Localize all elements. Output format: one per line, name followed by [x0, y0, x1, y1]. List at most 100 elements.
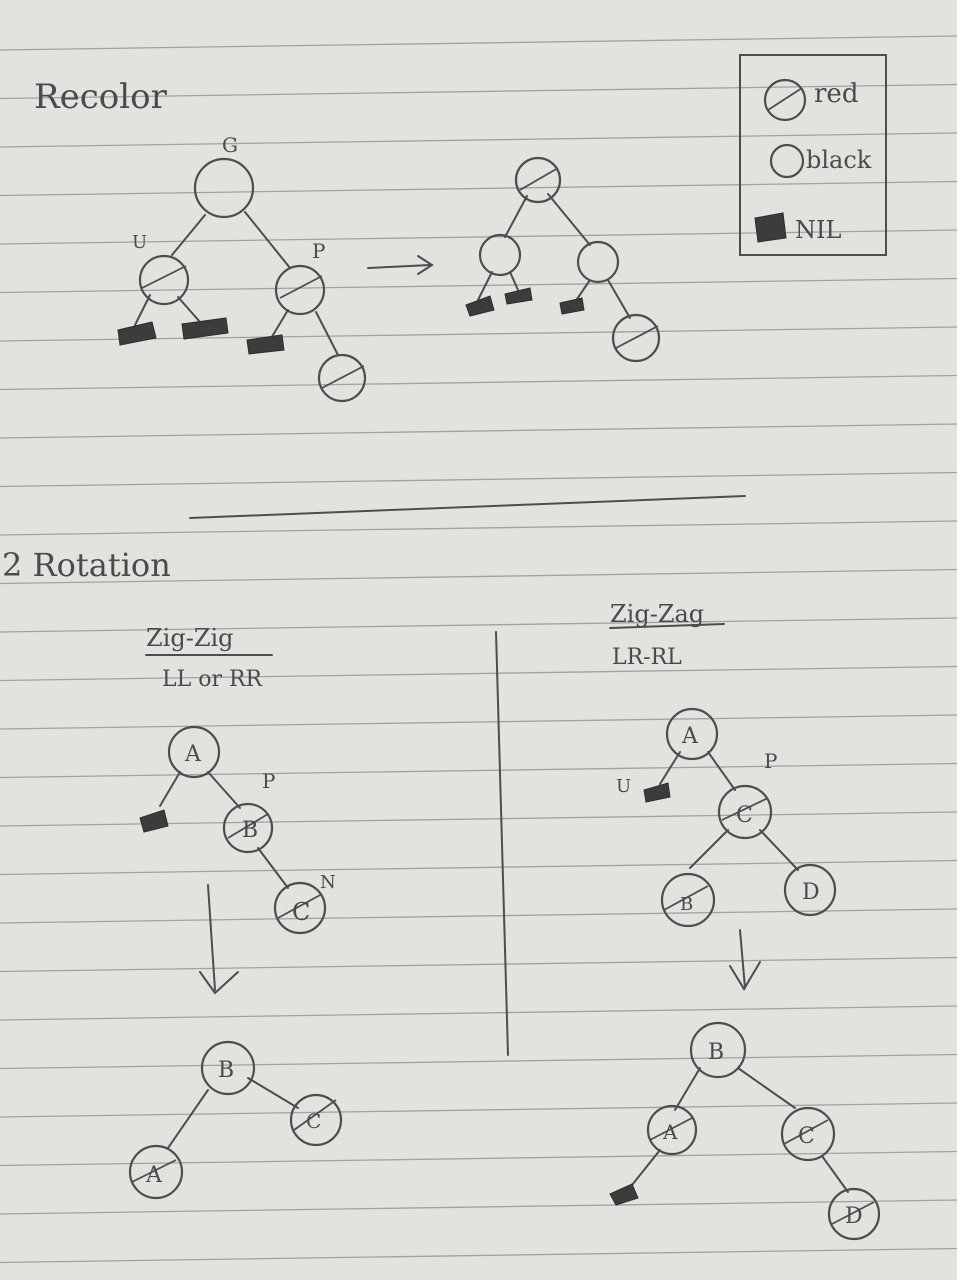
- ruled-lines: [0, 35, 957, 1264]
- zigzig-before-b: B: [242, 818, 258, 843]
- legend-black-node: [769, 143, 805, 179]
- zigzag-title: Zig-Zag: [610, 600, 704, 628]
- ruled-line: [0, 1199, 957, 1215]
- zigzig-a-node: [167, 725, 221, 779]
- ruled-line: [0, 423, 957, 439]
- zigzig-after-a: A: [145, 1163, 163, 1188]
- recolor-g-node: [193, 157, 255, 219]
- legend: red black NIL: [739, 54, 887, 256]
- ruled-line: [0, 471, 957, 488]
- ruled-line: [0, 762, 957, 779]
- zigzig-arrow: [199, 884, 239, 995]
- recolor-before-tree: G U P: [117, 133, 367, 403]
- nil-leaf: [181, 317, 229, 340]
- zigzag-before-tree: A U P C B D: [616, 707, 837, 928]
- recolor-arrow: [367, 255, 434, 275]
- ruled-line: [0, 35, 957, 51]
- recolor-p-node: [274, 264, 326, 316]
- zigzag-before-a: A: [681, 724, 699, 749]
- ruled-line: [0, 714, 957, 730]
- recolor-u-label: U: [132, 232, 147, 253]
- zigzag-arrow: [729, 929, 761, 991]
- ruled-line: [0, 277, 957, 294]
- zigzig-subtitle: LL or RR: [162, 667, 264, 692]
- legend-red-node: [763, 78, 807, 122]
- zigzag-before-b: B: [680, 894, 693, 915]
- rotation-heading: 2 Rotation: [2, 546, 171, 584]
- zigzag-before-c: C: [736, 803, 753, 828]
- ruled-line: [0, 908, 957, 924]
- nil-leaf: [609, 1183, 639, 1206]
- zigzig-c-node: [273, 881, 327, 935]
- recolor-after-p-node: [576, 240, 620, 284]
- ruled-line: [0, 617, 957, 633]
- ruled-line: [0, 132, 957, 148]
- ruled-line: [0, 180, 957, 197]
- section-divider: [189, 495, 746, 519]
- ruled-line: [0, 1005, 957, 1021]
- ruled-line: [0, 1102, 957, 1118]
- zigzag-after-a: A: [662, 1120, 678, 1144]
- zigzig-before-tree: A B P C N: [139, 725, 336, 935]
- recolor-n-node: [317, 353, 367, 403]
- ruled-line: [0, 83, 957, 100]
- ruled-line: [0, 229, 957, 245]
- recolor-after-u-node: [478, 233, 522, 277]
- zigzag-after-a-node: [646, 1104, 698, 1156]
- legend-nil-label: NIL: [795, 216, 841, 244]
- zigzig-after-b-node: [200, 1040, 256, 1096]
- zigzag-after-tree: B A C D: [609, 1021, 881, 1241]
- zigzig-title: Zig-Zig: [146, 624, 234, 652]
- recolor-p-label: P: [312, 239, 325, 263]
- ruled-line: [0, 665, 957, 682]
- nil-leaf: [643, 782, 671, 803]
- zigzig-before-a: A: [184, 742, 202, 767]
- zigzag-c-node: [717, 784, 773, 840]
- ruled-line: [0, 1247, 957, 1264]
- zigzag-title-underline: [609, 623, 725, 629]
- legend-nil-square: [754, 212, 787, 243]
- zigzag-before-u: U: [616, 776, 631, 797]
- zigzag-after-b: B: [708, 1040, 724, 1065]
- zigzig-before-p: P: [262, 769, 275, 793]
- recolor-g-label: G: [222, 133, 238, 157]
- ruled-line: [0, 1053, 957, 1070]
- recolor-after-tree: [465, 156, 661, 363]
- column-divider: [495, 631, 509, 1056]
- ruled-line: [0, 956, 957, 973]
- zigzag-subtitle: LR-RL: [612, 645, 682, 670]
- zigzig-after-b: B: [218, 1058, 234, 1083]
- legend-red-label: red: [814, 79, 858, 109]
- recolor-u-node: [138, 254, 190, 306]
- zigzag-d-node: [783, 863, 837, 917]
- nil-leaf: [465, 295, 495, 317]
- zigzag-after-c: C: [798, 1124, 815, 1149]
- zigzig-after-a-node: [128, 1144, 184, 1200]
- zigzig-before-n: N: [320, 872, 336, 893]
- recolor-heading: Recolor: [34, 77, 168, 117]
- legend-box: [739, 54, 887, 256]
- zigzig-after-c: C: [306, 1109, 321, 1133]
- nil-leaf: [504, 287, 533, 305]
- legend-black-label: black: [806, 146, 872, 174]
- ruled-line: [0, 568, 957, 585]
- zigzag-a-node: [665, 707, 719, 761]
- zigzag-after-c-node: [780, 1106, 836, 1162]
- recolor-after-n-node: [611, 313, 661, 363]
- ruled-line: [0, 374, 957, 391]
- zigzag-after-d-node: [827, 1187, 881, 1241]
- ruled-line: [0, 520, 957, 536]
- nil-leaf: [246, 334, 285, 355]
- zigzag-after-b-node: [689, 1021, 747, 1079]
- zigzig-before-c: C: [292, 898, 310, 926]
- nil-leaf: [117, 321, 157, 346]
- ruled-line: [0, 326, 957, 342]
- legend-red-slash: [767, 87, 803, 111]
- zigzag-before-d: D: [802, 880, 820, 905]
- zigzag-before-p: P: [764, 749, 777, 773]
- nil-leaf: [139, 809, 169, 833]
- zigzag-b-node: [660, 872, 716, 928]
- ruled-line: [0, 859, 957, 876]
- zigzig-after-c-node: [289, 1093, 343, 1147]
